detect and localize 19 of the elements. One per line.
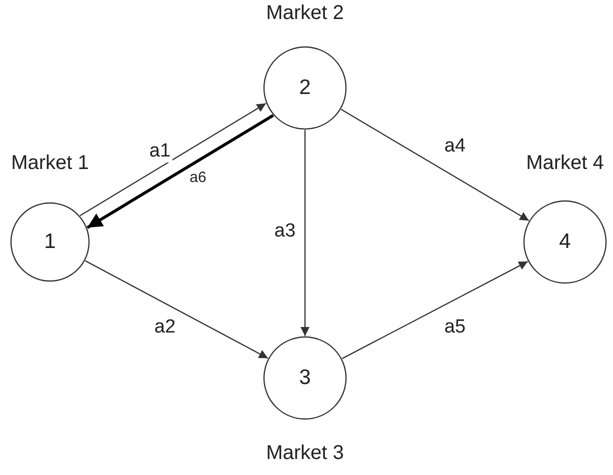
market-label: Market 1 bbox=[11, 152, 89, 175]
market-label: Market 2 bbox=[266, 2, 344, 25]
node-circle bbox=[263, 336, 347, 420]
node-circle bbox=[523, 200, 607, 284]
arrow bbox=[86, 114, 274, 229]
node-circle bbox=[10, 202, 90, 282]
node-number: 2 bbox=[299, 76, 311, 100]
arrow bbox=[80, 102, 266, 216]
node-number: 4 bbox=[559, 230, 571, 254]
market-label: Market 3 bbox=[266, 442, 344, 465]
node-circle bbox=[263, 46, 347, 130]
node-number: 1 bbox=[44, 230, 56, 254]
arrow bbox=[340, 108, 530, 222]
market-label: Market 4 bbox=[526, 152, 604, 175]
arrow bbox=[300, 130, 310, 336]
arrow bbox=[342, 260, 528, 360]
arrow bbox=[85, 260, 268, 359]
edge-label: a1 bbox=[147, 142, 173, 162]
node-number: 3 bbox=[299, 366, 311, 390]
